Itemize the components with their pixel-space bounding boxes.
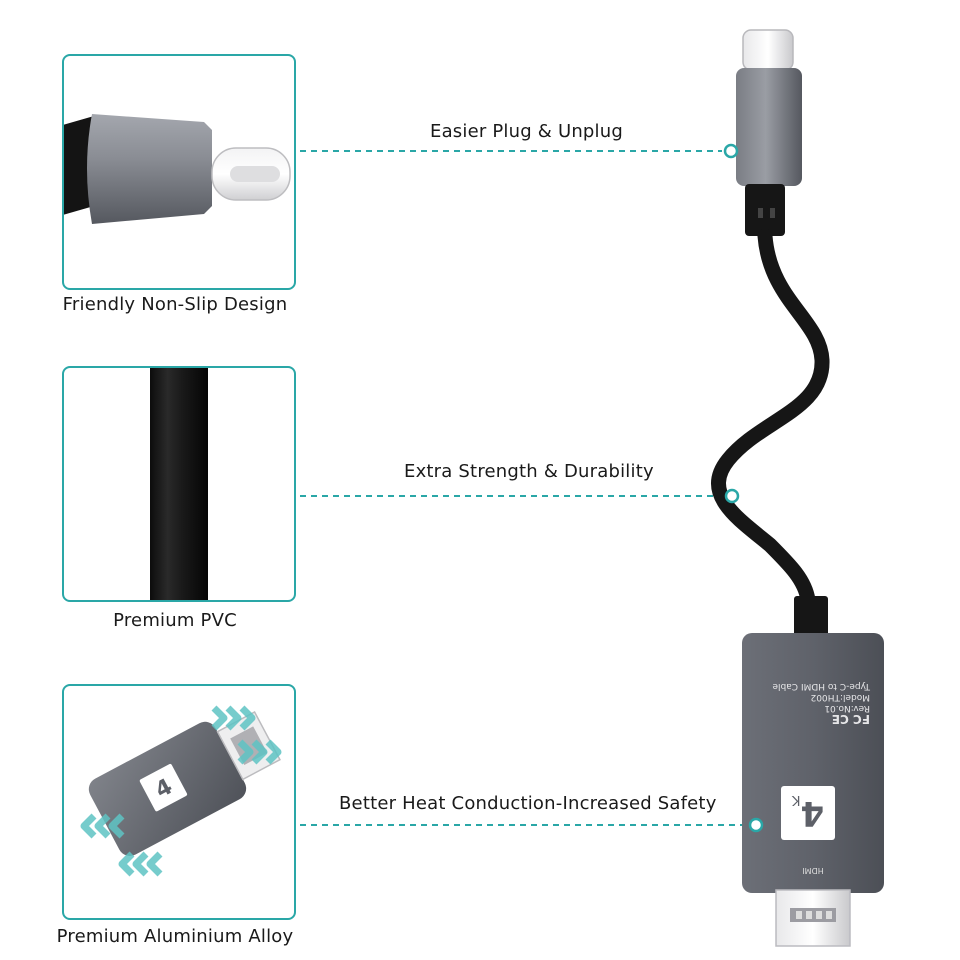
detail-panel-pvc <box>62 366 296 602</box>
hdmi-housing <box>742 633 884 893</box>
hdmi-port-label: HDMI <box>802 866 824 875</box>
model-label: Model:TH002 <box>810 692 871 702</box>
usb-c-strain-relief <box>745 184 785 236</box>
callout-label-heat: Better Heat Conduction-Increased Safety <box>339 793 717 814</box>
usb-c-housing <box>736 68 802 186</box>
4k-badge-sub: K <box>791 792 801 807</box>
callout-label-plug: Easier Plug & Unplug <box>430 121 623 142</box>
detail-panel-usb-c <box>62 54 296 290</box>
callout-label-strength: Extra Strength & Durability <box>404 461 654 482</box>
callout-dot-top <box>723 143 739 159</box>
type-label: Type-C to HDMI Cable <box>772 681 871 691</box>
cert-marks: FC CE <box>831 712 870 726</box>
pvc-cable-closeup-image <box>150 368 208 600</box>
detail-panel-aluminium: 4 <box>62 684 296 920</box>
usb-c-closeup-image <box>64 114 291 224</box>
panel-caption-pvc: Premium PVC <box>113 610 237 631</box>
4k-badge-main: 4 <box>800 793 825 833</box>
4k-badge <box>781 786 835 840</box>
hdmi-strain-relief <box>794 596 828 638</box>
rev-label: Rev:No.01 <box>824 703 870 713</box>
panel-caption-non-slip: Friendly Non-Slip Design <box>62 294 288 315</box>
callout-dot-middle <box>724 488 740 504</box>
callout-dot-bottom <box>748 817 764 833</box>
housing-print: FC CE Rev:No.01 Model:TH002 Type-C to HD… <box>750 680 871 726</box>
panel-caption-aluminium: Premium Aluminium Alloy <box>56 926 294 947</box>
4k-badge-text: 4 K <box>781 786 835 840</box>
usb-c-plug-tip <box>742 29 794 71</box>
aluminium-closeup-image: 4 <box>80 705 282 877</box>
cable <box>711 228 830 608</box>
